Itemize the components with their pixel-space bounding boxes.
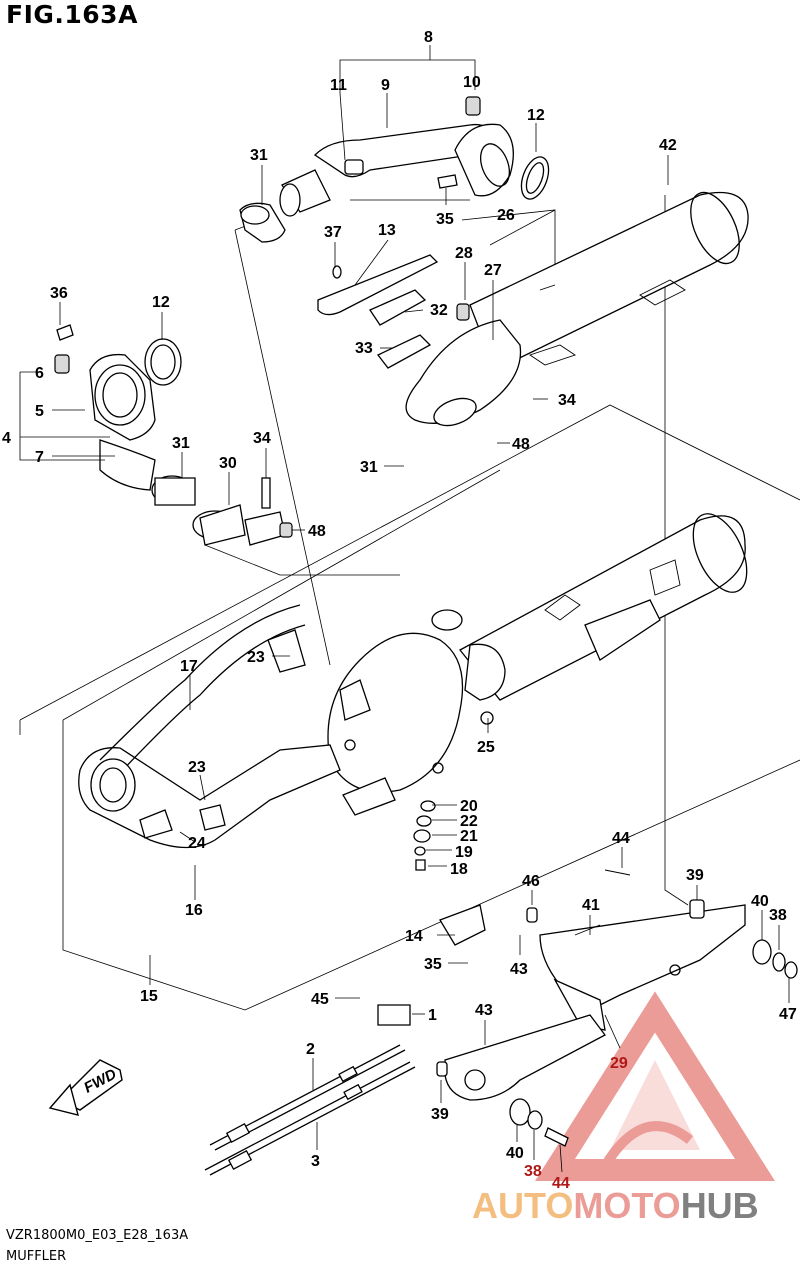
- callout-39: 39: [431, 1106, 449, 1123]
- callout-9: 9: [381, 77, 390, 94]
- callout-25: 25: [477, 739, 495, 756]
- assembly-frame-lines: [19, 195, 800, 1011]
- callout-38: 38: [524, 1163, 542, 1180]
- callout-10: 10: [463, 74, 481, 91]
- callout-14: 14: [405, 928, 423, 945]
- callout-31: 31: [172, 435, 190, 452]
- callout-8: 8: [424, 29, 433, 46]
- callout-48: 48: [308, 523, 326, 540]
- watermark-auto: AUTO: [472, 1185, 573, 1226]
- callout-34: 34: [558, 392, 576, 409]
- callout-23: 23: [247, 649, 265, 666]
- forward-arrow: FWD: [48, 1059, 123, 1116]
- callout-26: 26: [497, 207, 515, 224]
- main-muffler-assembly: [78, 513, 748, 849]
- callout-33: 33: [355, 340, 373, 357]
- callout-30: 30: [219, 455, 237, 472]
- callout-12: 12: [152, 294, 170, 311]
- callout-47: 47: [779, 1006, 797, 1023]
- callout-28: 28: [455, 245, 473, 262]
- control-cables: [204, 1044, 416, 1176]
- callout-38: 38: [769, 907, 787, 924]
- callout-43: 43: [475, 1002, 493, 1019]
- callout-15: 15: [140, 988, 158, 1005]
- callout-45: 45: [311, 991, 329, 1008]
- callout-18: 18: [450, 861, 468, 878]
- callout-24: 24: [188, 835, 206, 852]
- watermark-hub: HUB: [681, 1185, 759, 1226]
- callout-40: 40: [506, 1145, 524, 1162]
- callout-40: 40: [751, 893, 769, 910]
- callout-labels: 8 11 9 10 12 31 42 35 37 13 26 28 27 32 …: [2, 29, 797, 1192]
- callout-20: 20: [460, 798, 478, 815]
- callout-35: 35: [436, 211, 454, 228]
- callout-6: 6: [35, 365, 44, 382]
- callout-3: 3: [311, 1153, 320, 1170]
- callout-leaders: [19, 45, 790, 1173]
- watermark-logo: AUTOMOTOHUB: [472, 991, 775, 1226]
- callout-17: 17: [180, 658, 198, 675]
- callout-44: 44: [552, 1175, 570, 1192]
- callout-46: 46: [522, 873, 540, 890]
- callout-4: 4: [2, 430, 11, 447]
- callout-13: 13: [378, 222, 396, 239]
- bracket-and-gaskets: [317, 254, 470, 369]
- exhaust-pipe-top: [239, 96, 550, 243]
- callout-23: 23: [188, 759, 206, 776]
- callout-43: 43: [510, 961, 528, 978]
- callout-7: 7: [35, 449, 44, 466]
- callout-44: 44: [612, 830, 630, 847]
- callout-42: 42: [659, 137, 677, 154]
- callout-5: 5: [35, 403, 44, 420]
- diagram-code: VZR1800M0_E03_E28_163A: [6, 1228, 189, 1243]
- section-name: MUFFLER: [6, 1249, 67, 1264]
- callout-36: 36: [50, 285, 68, 302]
- callout-11: 11: [330, 77, 347, 94]
- callout-29: 29: [610, 1055, 628, 1072]
- left-exhaust-joint: [54, 324, 293, 546]
- callout-34: 34: [253, 430, 271, 447]
- watermark-moto: MOTO: [573, 1185, 680, 1226]
- callout-16: 16: [185, 902, 203, 919]
- callout-48: 48: [512, 436, 530, 453]
- upper-rear-muffler: [405, 191, 749, 427]
- callout-41: 41: [582, 897, 600, 914]
- callout-22: 22: [460, 813, 478, 830]
- callout-12: 12: [527, 107, 545, 124]
- callout-35: 35: [424, 956, 442, 973]
- figure-title: FIG.163A: [6, 0, 138, 29]
- callout-19: 19: [455, 844, 473, 861]
- washers-and-nuts: [413, 800, 457, 871]
- watermark-text: AUTOMOTOHUB: [472, 1185, 759, 1226]
- callout-37: 37: [324, 224, 342, 241]
- callout-21: 21: [460, 828, 478, 845]
- callout-31: 31: [360, 459, 378, 476]
- callout-39: 39: [686, 867, 704, 884]
- callout-31: 31: [250, 147, 268, 164]
- callout-27: 27: [484, 262, 502, 279]
- callout-32: 32: [430, 302, 448, 319]
- callout-1: 1: [428, 1007, 437, 1024]
- callout-2: 2: [306, 1041, 315, 1058]
